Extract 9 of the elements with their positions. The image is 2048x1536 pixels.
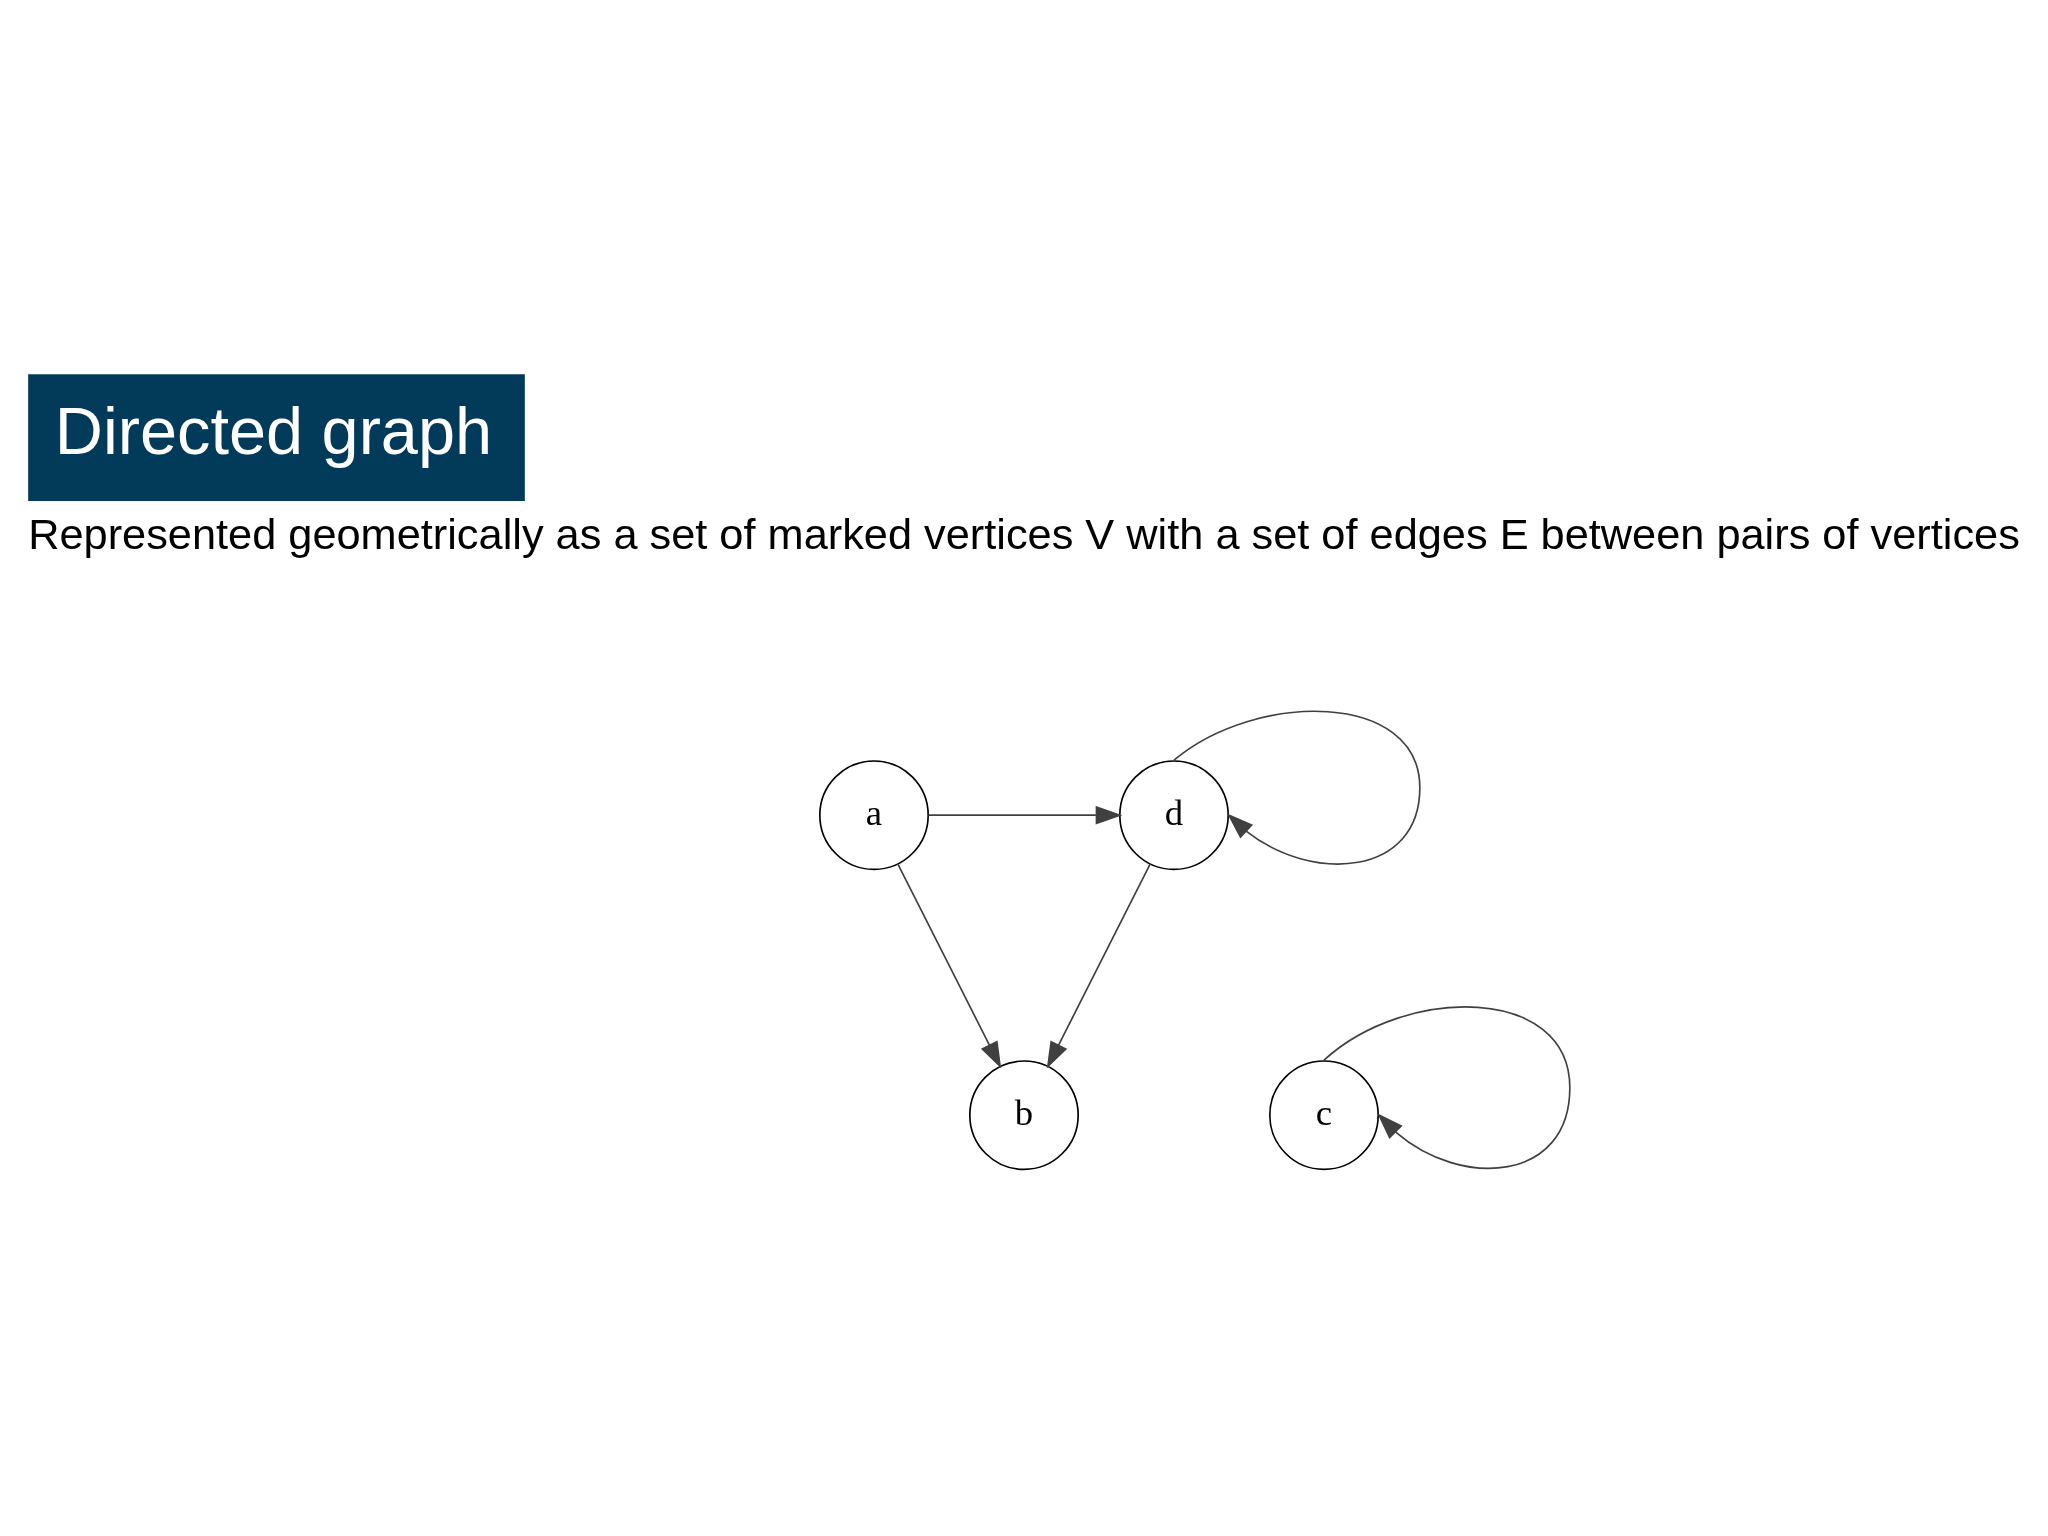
node-circle: d: [1119, 759, 1229, 870]
diagram-title: Directed graph: [54, 393, 493, 468]
label: Represented geometrically as a set of marked vertices V with a set of edges E between pairs of vertices: [28, 509, 2020, 558]
node-circle: a: [819, 759, 929, 870]
arrow: [927, 805, 1123, 824]
arrow: [1046, 862, 1152, 1068]
node-circle: c: [1269, 1059, 1379, 1170]
node-circle: b: [969, 1059, 1079, 1170]
arrow: [896, 862, 1002, 1068]
